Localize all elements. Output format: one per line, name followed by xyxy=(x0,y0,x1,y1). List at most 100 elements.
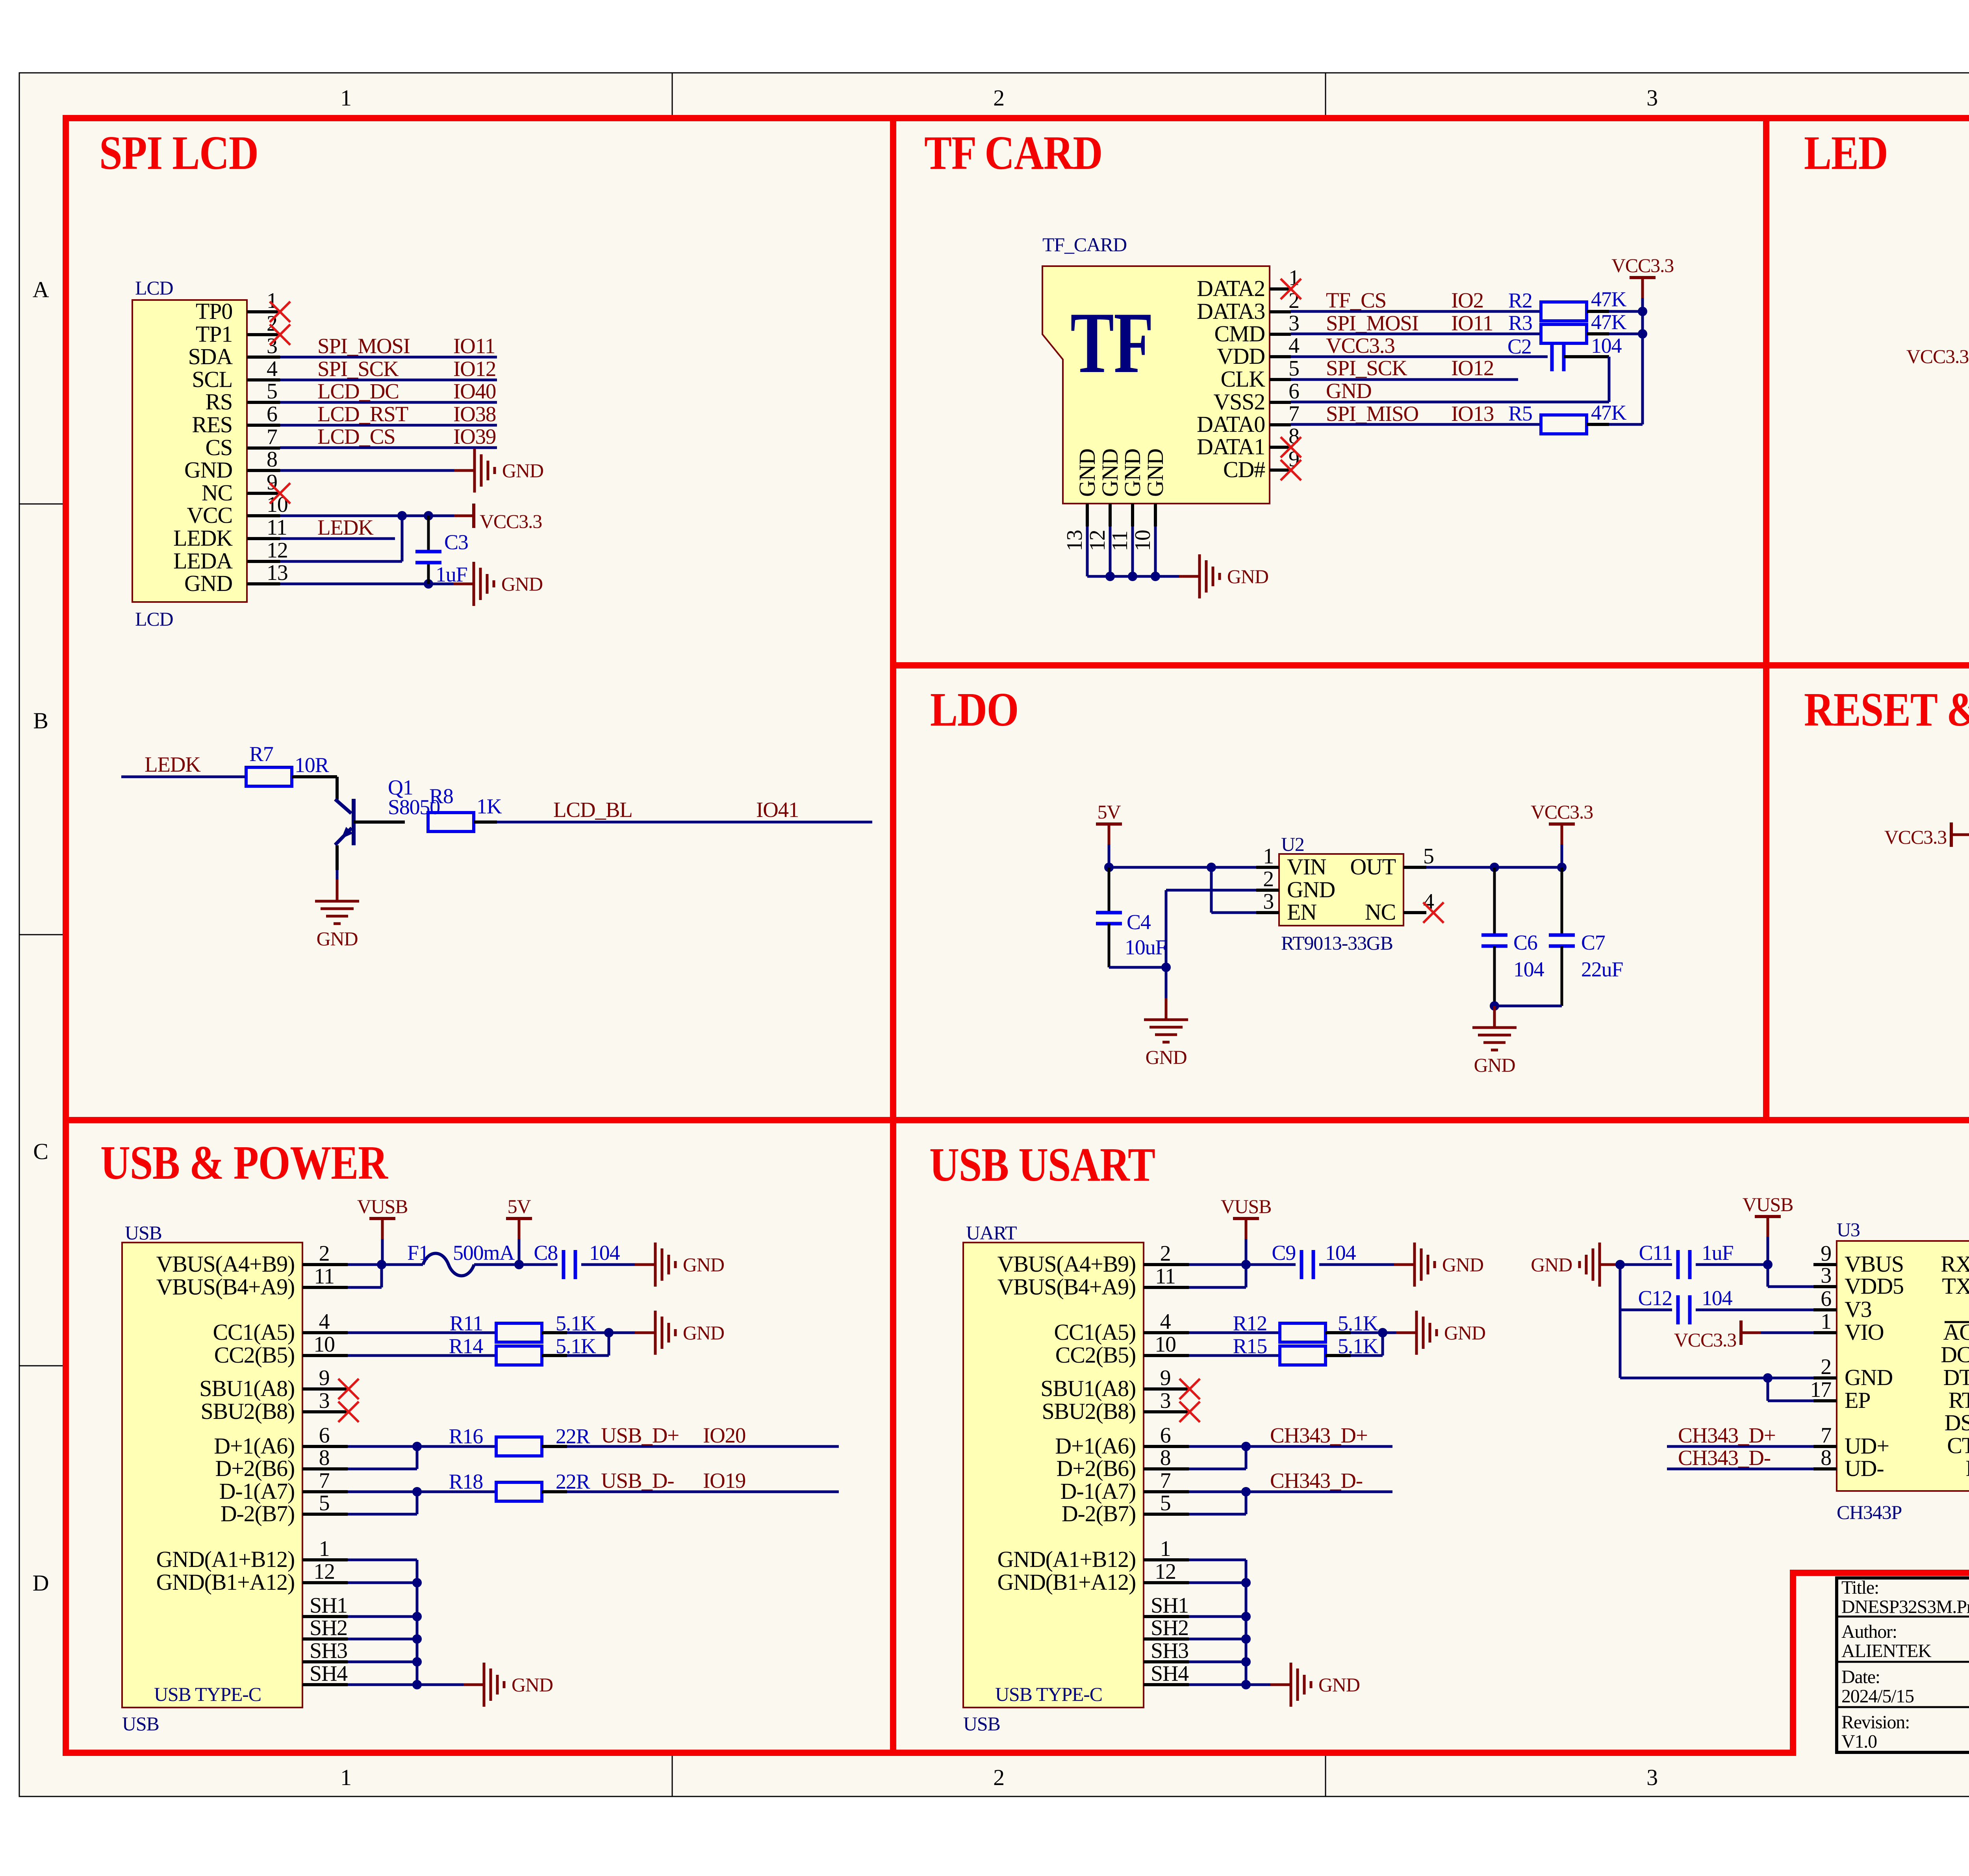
svg-text:4: 4 xyxy=(319,1309,330,1334)
svg-text:DSR: DSR xyxy=(1945,1410,1969,1435)
svg-text:DCD: DCD xyxy=(1941,1342,1969,1367)
svg-text:IO40: IO40 xyxy=(453,379,496,403)
svg-text:R16: R16 xyxy=(449,1424,483,1448)
svg-text:USB & POWER: USB & POWER xyxy=(100,1136,389,1189)
svg-text:12: 12 xyxy=(313,1559,335,1584)
svg-text:GND: GND xyxy=(184,570,232,596)
svg-text:VCC3.3: VCC3.3 xyxy=(480,510,542,532)
svg-text:C9: C9 xyxy=(1272,1241,1296,1265)
svg-text:5: 5 xyxy=(1160,1491,1171,1515)
svg-text:13: 13 xyxy=(1062,530,1087,551)
svg-text:10R: 10R xyxy=(295,753,329,777)
svg-text:9: 9 xyxy=(1160,1366,1171,1390)
svg-text:SBU2(B8): SBU2(B8) xyxy=(1042,1398,1136,1424)
svg-text:USB USART: USB USART xyxy=(929,1138,1155,1191)
svg-text:LCD_DC: LCD_DC xyxy=(317,379,399,403)
svg-text:11: 11 xyxy=(314,1264,334,1289)
svg-text:C2: C2 xyxy=(1507,335,1531,358)
svg-text:SH2: SH2 xyxy=(1151,1616,1188,1640)
svg-text:GND: GND xyxy=(512,1674,553,1696)
svg-text:NC: NC xyxy=(202,480,232,506)
svg-text:VBUS(B4+A9): VBUS(B4+A9) xyxy=(156,1274,295,1300)
svg-text:VCC3.3: VCC3.3 xyxy=(1611,254,1674,276)
svg-text:CH343P: CH343P xyxy=(1837,1501,1902,1523)
svg-text:5V: 5V xyxy=(508,1195,531,1217)
svg-text:TF_CS: TF_CS xyxy=(1326,288,1386,312)
svg-text:17: 17 xyxy=(1810,1378,1831,1402)
svg-text:7: 7 xyxy=(1289,402,1299,426)
svg-text:SPI_MISO: SPI_MISO xyxy=(1326,402,1418,426)
svg-text:47K: 47K xyxy=(1591,287,1627,311)
svg-text:3: 3 xyxy=(319,1389,330,1413)
svg-text:6: 6 xyxy=(319,1423,330,1448)
svg-text:VBUS(A4+B9): VBUS(A4+B9) xyxy=(156,1251,295,1277)
svg-text:CC1(A5): CC1(A5) xyxy=(213,1319,295,1345)
svg-text:CS: CS xyxy=(205,435,232,460)
svg-text:D-1(A7): D-1(A7) xyxy=(1061,1478,1136,1504)
svg-text:2: 2 xyxy=(1821,1355,1831,1379)
svg-text:D-2(B7): D-2(B7) xyxy=(221,1501,295,1526)
svg-text:8: 8 xyxy=(1160,1446,1171,1470)
svg-text:VCC3.3: VCC3.3 xyxy=(1884,826,1947,848)
svg-text:3: 3 xyxy=(1646,85,1658,111)
svg-text:1: 1 xyxy=(340,85,351,111)
svg-text:B: B xyxy=(33,708,48,733)
svg-text:4: 4 xyxy=(1289,333,1300,358)
svg-text:4: 4 xyxy=(1160,1309,1171,1334)
svg-text:Revision:: Revision: xyxy=(1841,1712,1910,1733)
svg-text:CC2(B5): CC2(B5) xyxy=(1055,1342,1136,1368)
svg-text:5: 5 xyxy=(319,1491,330,1515)
svg-text:GND(B1+A12): GND(B1+A12) xyxy=(997,1569,1136,1595)
svg-text:5: 5 xyxy=(267,379,277,404)
svg-text:CH343_D-: CH343_D- xyxy=(1270,1469,1363,1493)
svg-text:IO11: IO11 xyxy=(453,334,495,358)
svg-text:4: 4 xyxy=(267,357,278,381)
svg-text:3: 3 xyxy=(1289,311,1299,335)
svg-text:SPI_SCK: SPI_SCK xyxy=(317,357,399,381)
svg-text:DATA1: DATA1 xyxy=(1197,434,1265,459)
svg-text:6: 6 xyxy=(1289,379,1299,404)
svg-text:CTS: CTS xyxy=(1947,1433,1969,1458)
svg-text:D+1(A6): D+1(A6) xyxy=(214,1433,295,1459)
svg-text:VDD: VDD xyxy=(1217,343,1265,369)
svg-text:5: 5 xyxy=(1423,844,1434,869)
svg-text:C3: C3 xyxy=(444,530,468,554)
svg-text:VBUS(A4+B9): VBUS(A4+B9) xyxy=(997,1251,1136,1277)
svg-text:GND: GND xyxy=(683,1322,724,1344)
svg-text:NC: NC xyxy=(1365,899,1396,925)
svg-text:RT9013-33GB: RT9013-33GB xyxy=(1281,932,1393,954)
svg-text:EP: EP xyxy=(1845,1387,1870,1413)
svg-text:47K: 47K xyxy=(1591,310,1627,334)
svg-text:12: 12 xyxy=(267,538,288,563)
svg-text:GND(B1+A12): GND(B1+A12) xyxy=(156,1569,295,1595)
svg-text:SH4: SH4 xyxy=(1151,1661,1189,1686)
svg-text:EN: EN xyxy=(1287,899,1316,925)
svg-text:IO12: IO12 xyxy=(1451,356,1494,380)
svg-text:GND: GND xyxy=(1444,1322,1485,1344)
svg-text:VBUS(B4+A9): VBUS(B4+A9) xyxy=(997,1274,1136,1300)
svg-text:GND: GND xyxy=(184,457,232,483)
svg-text:7: 7 xyxy=(319,1469,330,1493)
svg-text:10: 10 xyxy=(1131,530,1155,551)
svg-text:LEDA: LEDA xyxy=(173,548,233,574)
svg-text:SBU1(A8): SBU1(A8) xyxy=(199,1376,295,1401)
svg-text:S8050: S8050 xyxy=(388,795,440,819)
svg-text:R8: R8 xyxy=(429,784,453,808)
svg-text:GND(A1+B12): GND(A1+B12) xyxy=(997,1546,1136,1572)
svg-text:GND: GND xyxy=(1120,449,1145,497)
svg-text:U2: U2 xyxy=(1281,833,1304,855)
svg-text:D: D xyxy=(33,1570,49,1596)
svg-text:GND: GND xyxy=(1474,1054,1515,1076)
svg-text:C12: C12 xyxy=(1638,1286,1672,1310)
svg-text:USB_D-: USB_D- xyxy=(601,1469,674,1493)
svg-text:SBU2(B8): SBU2(B8) xyxy=(200,1398,295,1424)
svg-text:TF CARD: TF CARD xyxy=(924,126,1102,180)
svg-text:SH1: SH1 xyxy=(310,1593,347,1618)
svg-text:1: 1 xyxy=(319,1537,330,1561)
svg-text:1: 1 xyxy=(267,289,277,313)
svg-text:GND: GND xyxy=(1142,449,1168,497)
svg-text:VCC3.3: VCC3.3 xyxy=(1674,1329,1736,1351)
svg-text:LCD: LCD xyxy=(135,277,173,299)
svg-text:SPI_MOSI: SPI_MOSI xyxy=(1326,311,1418,335)
svg-text:GND: GND xyxy=(1227,565,1268,587)
